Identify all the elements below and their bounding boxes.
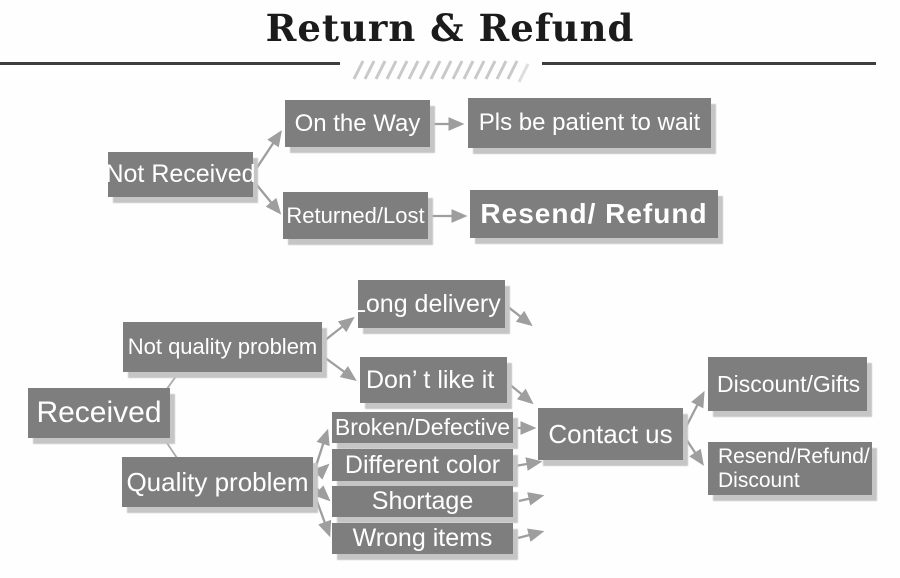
arrow-different-color-to-contact [514, 457, 543, 471]
arrow-dont-like-out [507, 382, 534, 405]
label-line-1: Resend/Refund/ [718, 445, 870, 469]
node-shortage: Shortage [332, 486, 513, 517]
node-on-the-way: On the Way [285, 100, 430, 147]
arrow-quality-to-wrong-items [313, 495, 332, 538]
arrow-shortage-to-contact [518, 492, 545, 506]
page-title: Return & Refund [265, 6, 635, 50]
node-resend-refund: Resend/ Refund [470, 190, 718, 238]
node-broken-defective: Broken/Defective [332, 412, 513, 443]
node-returned-lost: Returned/Lost [283, 192, 428, 239]
arrow-quality-to-different-color [313, 463, 330, 480]
node-not-received: Not Received [105, 152, 256, 197]
arrow-quality-to-broken [313, 428, 330, 470]
node-resend-refund-discount-label: Resend/Refund/ Discount [718, 445, 870, 491]
node-quality-problem: Quality problem [122, 457, 313, 507]
arrow-not-received-to-returned-lost [255, 183, 282, 215]
hatch-decoration [352, 60, 530, 83]
title-rule-right [542, 62, 876, 65]
node-different-color: Different color [332, 449, 513, 481]
arrow-long-delivery-out [502, 302, 533, 327]
node-pls-be-patient: Pls be patient to wait [468, 98, 711, 148]
arrows [255, 117, 705, 542]
node-wrong-items: Wrong items [332, 523, 513, 554]
node-resend-refund-discount: Resend/Refund/ Discount [708, 442, 872, 495]
arrow-quality-to-shortage [314, 485, 331, 502]
node-contact-us: Contact us [538, 408, 683, 460]
label-line-2: Discount [718, 468, 800, 492]
node-not-quality-problem: Not quality problem [123, 322, 322, 372]
arrow-not-received-to-on-the-way [255, 130, 282, 170]
arrow-not-quality-to-dont-like [323, 356, 357, 382]
node-dont-like-it: Don’ t like it [360, 357, 507, 403]
node-received: Received [28, 388, 170, 438]
line-received-to-quality [160, 433, 178, 459]
arrow-wrong-items-to-contact [517, 528, 545, 542]
arrow-contact-to-discount-gifts [684, 390, 705, 428]
node-long-delivery: Long delivery [358, 280, 505, 328]
arrow-contact-to-resend-discount [685, 438, 704, 466]
title-rule-left [0, 62, 340, 65]
node-discount-gifts: Discount/Gifts [708, 357, 867, 411]
arrow-not-quality-to-long-delivery [323, 316, 355, 342]
